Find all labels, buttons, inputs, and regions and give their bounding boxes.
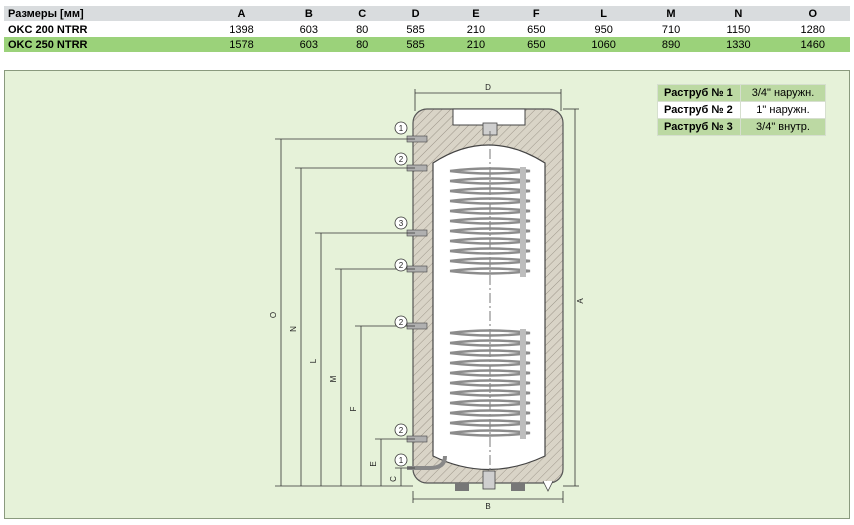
dimension-lines — [275, 89, 579, 503]
coil-turn — [449, 389, 531, 397]
coil-turn — [449, 267, 531, 275]
dim-label-l: L — [309, 358, 318, 363]
cell-value: 1578 — [229, 38, 254, 51]
col-header-c: C — [339, 6, 386, 22]
cell-value: 80 — [356, 23, 369, 36]
cell-value: 710 — [661, 23, 681, 36]
cell-value: 585 — [406, 38, 425, 51]
tank-body — [432, 144, 546, 470]
col-header-o: O — [775, 6, 850, 22]
cell-value: 603 — [299, 23, 319, 36]
connector-callouts: 1 2 3 2 2 2 1 — [394, 121, 408, 467]
col-header-n: N — [701, 6, 776, 22]
coil-turn — [449, 257, 531, 265]
connector-legend: Раструб № 1 3/4" наружн. Раструб № 2 1" … — [657, 84, 826, 136]
top-cover — [452, 108, 526, 136]
connector-number: 2 — [399, 155, 404, 164]
col-header-a: A — [204, 6, 279, 22]
coil-turn — [449, 429, 531, 437]
coil-turn — [449, 187, 531, 195]
connector-number: 2 — [399, 426, 404, 435]
cell-value: 210 — [466, 23, 486, 36]
cell-value: 603 — [299, 38, 319, 51]
diagram-panel: D A B O N L M F E C 1 2 3 2 2 2 1 — [4, 70, 850, 519]
dim-label-e: E — [369, 461, 378, 466]
coil-turn — [449, 247, 531, 255]
coil-turn — [449, 217, 531, 225]
table-header-row: Размеры [мм] A B C D E F L M N O — [4, 6, 850, 22]
coil-turn — [449, 329, 531, 337]
cell-value: 890 — [661, 38, 681, 51]
coil-turn — [449, 409, 531, 417]
cell-value: 650 — [527, 23, 546, 36]
tank-diagram: D A B O N L M F E C 1 2 3 2 2 2 1 — [269, 83, 585, 511]
cell-value: 650 — [527, 38, 546, 51]
dim-label-b: B — [485, 502, 490, 511]
dim-label-a: A — [576, 298, 585, 304]
cell-value: 585 — [406, 23, 425, 36]
bottom-drain-pipe — [407, 455, 447, 470]
dim-label-o: O — [269, 312, 278, 318]
coil-turn — [449, 207, 531, 215]
table-row: OKC 250 NTRR 1578 603 80 585 210 650 106… — [4, 37, 850, 52]
coil-turn — [449, 237, 531, 245]
cell-value: 210 — [466, 38, 486, 51]
cell-value: 1150 — [726, 23, 751, 36]
legend-label: Раструб № 3 — [657, 118, 741, 136]
cell-value: 1398 — [229, 23, 254, 36]
coil-turn — [449, 379, 531, 387]
connector-number: 3 — [399, 219, 404, 228]
legend-value: 1" наружн. — [740, 101, 826, 119]
model-name: OKC 200 NTRR — [8, 23, 88, 36]
legend-value: 3/4" внутр. — [740, 118, 826, 136]
coil-return-pipe — [520, 167, 526, 277]
coil-turn — [449, 227, 531, 235]
col-header-f: F — [506, 6, 567, 22]
coil-turn — [449, 369, 531, 377]
connector-stubs — [406, 135, 447, 470]
col-header-b: B — [278, 6, 340, 22]
legend-row: Раструб № 3 3/4" внутр. — [657, 118, 826, 136]
col-header-l: L — [566, 6, 641, 22]
coil-turn — [449, 167, 531, 175]
dimensions-table: Размеры [мм] A B C D E F L M N O OKC 200… — [4, 6, 850, 52]
legend-label: Раструб № 1 — [657, 84, 741, 102]
coil-turn — [449, 197, 531, 205]
lower-heat-exchanger-coil — [449, 329, 531, 439]
cell-value: 80 — [356, 38, 369, 51]
coil-turn — [449, 177, 531, 185]
col-header-m: M — [640, 6, 702, 22]
dim-label-f: F — [349, 406, 358, 411]
header-label: Размеры [мм] — [4, 6, 205, 22]
cell-value: 1330 — [726, 38, 751, 51]
legend-row: Раструб № 1 3/4" наружн. — [657, 84, 826, 102]
connector-number: 2 — [399, 261, 404, 270]
connector-number: 1 — [399, 456, 404, 465]
coil-turn — [449, 419, 531, 427]
table-row: OKC 200 NTRR 1398 603 80 585 210 650 950… — [4, 21, 850, 37]
col-header-d: D — [385, 6, 446, 22]
dim-label-c: C — [389, 476, 398, 482]
legend-label: Раструб № 2 — [657, 101, 741, 119]
tank-feet — [455, 470, 554, 492]
coil-return-pipe — [520, 329, 526, 439]
coil-turn — [449, 339, 531, 347]
cell-value: 1060 — [591, 38, 616, 51]
upper-heat-exchanger-coil — [449, 167, 531, 277]
connector-number: 1 — [399, 124, 404, 133]
dim-label-m: M — [329, 375, 338, 382]
dim-label-d: D — [485, 83, 491, 92]
connector-number: 2 — [399, 318, 404, 327]
cell-value: 950 — [594, 23, 613, 36]
col-header-e: E — [445, 6, 507, 22]
model-name: OKC 250 NTRR — [8, 38, 88, 51]
cell-value: 1280 — [800, 23, 826, 36]
coil-turn — [449, 359, 531, 367]
coil-turn — [449, 399, 531, 407]
coil-turn — [449, 349, 531, 357]
legend-row: Раструб № 2 1" наружн. — [657, 101, 826, 119]
dim-label-n: N — [289, 326, 298, 332]
cell-value: 1460 — [800, 38, 826, 51]
legend-value: 3/4" наружн. — [740, 84, 826, 102]
